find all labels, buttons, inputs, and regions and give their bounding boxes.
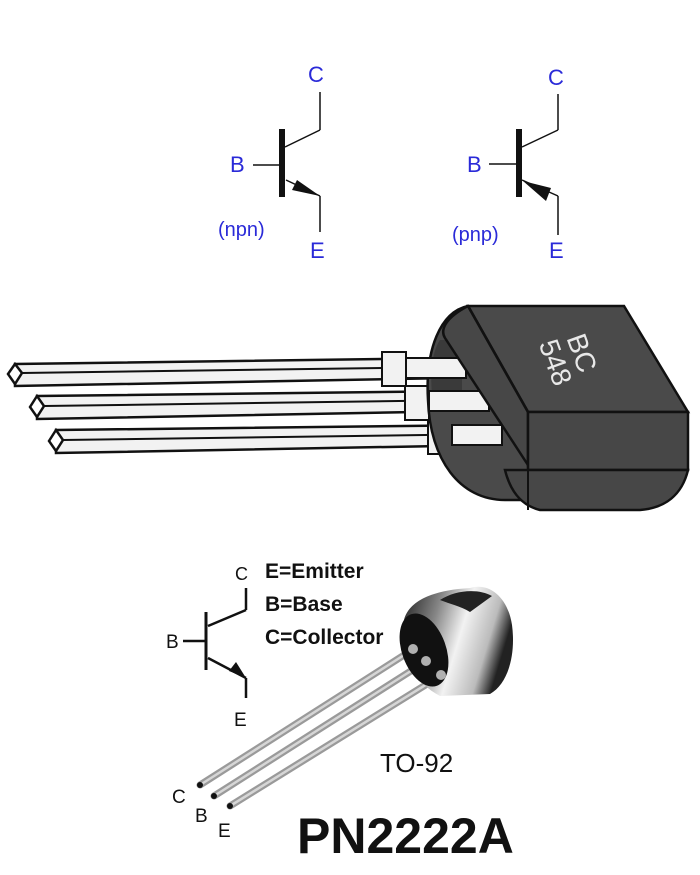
pn2222a-emitter-arrow-icon	[229, 662, 246, 678]
to92-end-face	[399, 613, 449, 687]
npn-type-label: (npn)	[218, 219, 265, 241]
pn2222a-emitter-label: E	[234, 710, 247, 731]
npn-emitter-arrow-icon	[292, 180, 320, 196]
pnp-base-bar	[516, 129, 522, 197]
pn2222a-legend: E=Emitter B=Base C=Collector	[265, 560, 383, 649]
package-type-label: TO-92	[380, 748, 453, 778]
bc548-lead-2	[28, 385, 472, 421]
npn-base-bar	[279, 129, 285, 197]
pnp-emitter-arrow-icon	[523, 181, 551, 201]
pnp-collector-label: C	[548, 65, 564, 90]
pnp-symbol: C B E (pnp)	[452, 65, 564, 263]
to92-package	[196, 586, 514, 810]
pnp-type-label: (pnp)	[452, 224, 499, 246]
pnp-collector-diagonal	[521, 129, 559, 148]
pin-label-collector: C	[172, 787, 186, 808]
npn-symbol: C B E (npn)	[218, 62, 325, 263]
npn-emitter-label: E	[310, 238, 325, 263]
pn2222a-collector-label: C	[235, 564, 248, 584]
pn2222a-base-label: B	[166, 632, 179, 653]
pnp-base-label: B	[467, 152, 482, 177]
to92-pin-labels: C B E	[172, 787, 231, 842]
pn2222a-symbol: C B E	[166, 564, 248, 731]
legend-base: B=Base	[265, 593, 343, 616]
part-number-label: PN2222A	[297, 808, 514, 864]
npn-base-label: B	[230, 152, 245, 177]
bc548-bottom-curve	[503, 468, 690, 512]
legend-collector: C=Collector	[265, 626, 383, 649]
pin-label-base: B	[195, 806, 208, 827]
bc548-package: BC 548	[6, 304, 691, 512]
legend-emitter: E=Emitter	[265, 560, 364, 583]
bc548-lead-1	[6, 351, 452, 388]
bc548-lead-3	[47, 419, 497, 455]
npn-collector-diagonal	[284, 129, 321, 148]
npn-collector-label: C	[308, 62, 324, 87]
pnp-emitter-label: E	[549, 238, 564, 263]
pin-label-emitter: E	[218, 821, 231, 842]
bc548-front-block	[526, 410, 690, 472]
